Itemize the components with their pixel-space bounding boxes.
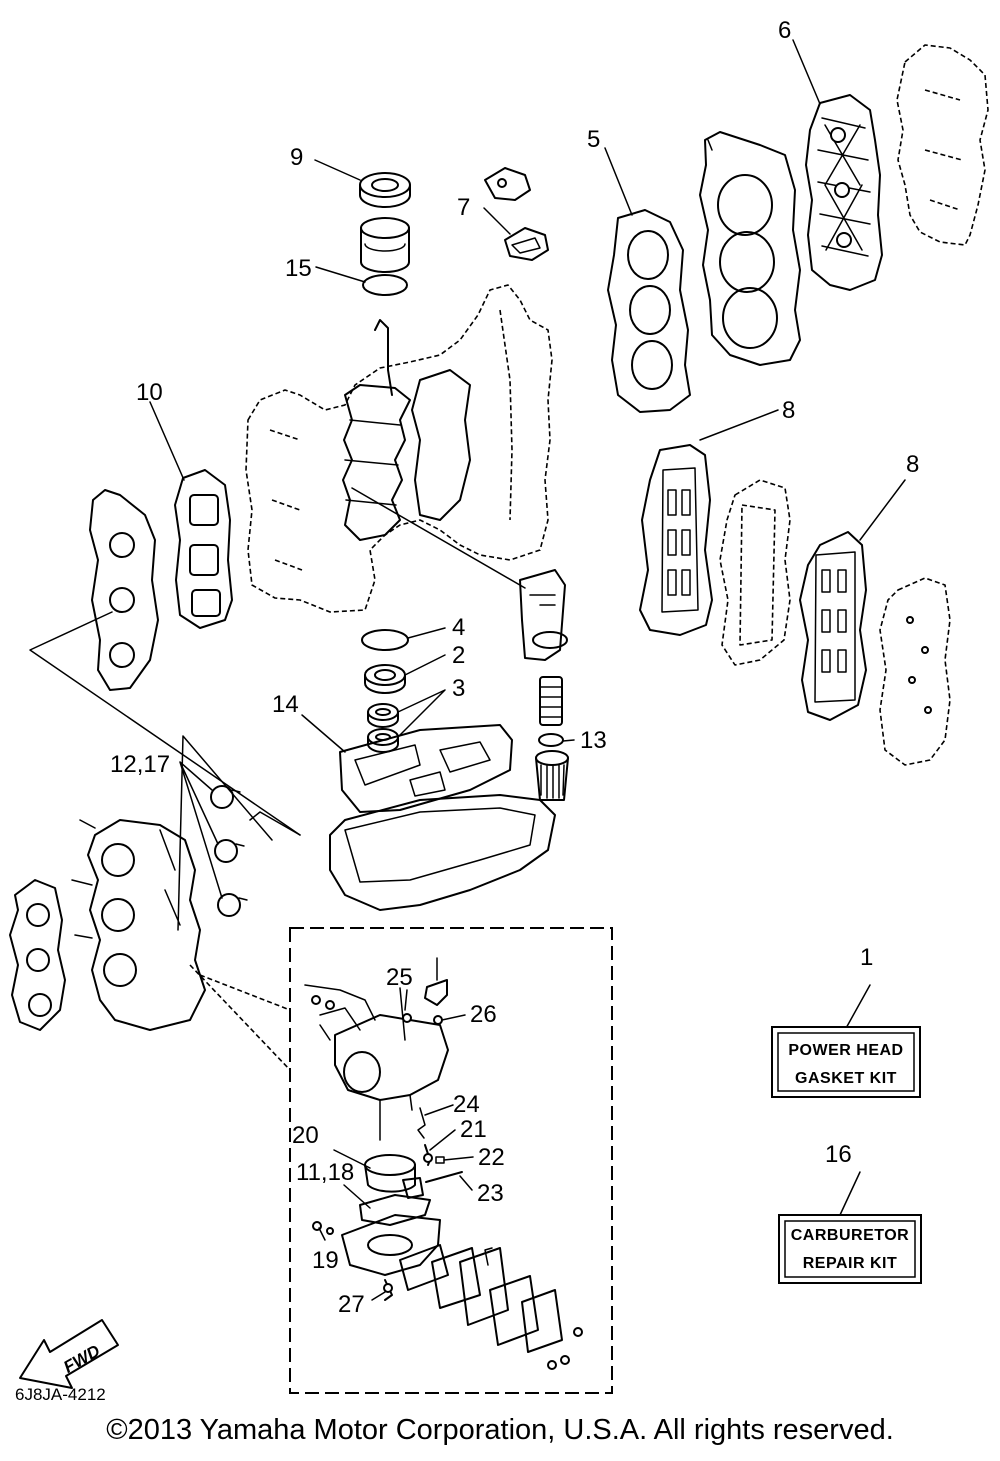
filter-cup bbox=[535, 750, 569, 801]
callout-12-17: 12,17 bbox=[110, 751, 170, 778]
carburetor-kit-line2: REPAIR KIT bbox=[803, 1255, 897, 1272]
carburetor-detail-box bbox=[289, 927, 613, 1394]
part-26-screw bbox=[433, 1015, 443, 1025]
bearing bbox=[360, 217, 410, 273]
exhaust-cover-dashed bbox=[879, 577, 951, 766]
carburetor-kit-line1: CARBURETOR bbox=[791, 1227, 909, 1244]
callout-19: 19 bbox=[312, 1247, 339, 1274]
callout-26: 26 bbox=[470, 1001, 497, 1028]
reed-valve-plate bbox=[89, 489, 159, 691]
part-12-17-gasket-2 bbox=[214, 839, 245, 863]
callout-22: 22 bbox=[478, 1144, 505, 1171]
part-9-oil-seal bbox=[359, 172, 411, 208]
cylinder-block bbox=[245, 284, 553, 613]
callout-8b: 8 bbox=[906, 451, 919, 478]
callout-numbers: 6 5 9 7 15 10 8 8 4 2 3 14 13 12,17 1 25… bbox=[110, 17, 919, 1318]
part-13-o-ring bbox=[538, 733, 564, 747]
part-2-oil-seal bbox=[364, 664, 406, 694]
filter-element bbox=[539, 676, 563, 726]
part-21-needle-valve bbox=[423, 1144, 433, 1166]
fuel-pump-stack bbox=[399, 1244, 583, 1370]
part-14-base-gasket bbox=[339, 724, 513, 813]
carburetor-body bbox=[304, 984, 449, 1141]
callout-13: 13 bbox=[580, 727, 607, 754]
callout-11-18: 11,18 bbox=[296, 1159, 354, 1186]
part-19-screw bbox=[312, 1221, 334, 1235]
diagram-code: 6J8JA-4212 bbox=[15, 1385, 106, 1404]
callout-3: 3 bbox=[452, 675, 465, 702]
part-7-thermostat-cover bbox=[484, 167, 549, 261]
callout-23: 23 bbox=[477, 1180, 504, 1207]
carb-top-cap bbox=[424, 957, 448, 1006]
float-chamber bbox=[341, 1214, 441, 1276]
callout-20: 20 bbox=[292, 1122, 319, 1149]
exhaust-plate-dashed bbox=[719, 479, 791, 666]
callout-16: 16 bbox=[825, 1141, 852, 1168]
part-27-drain-screw bbox=[383, 1279, 393, 1301]
part-15-o-ring bbox=[362, 274, 408, 296]
forward-direction-arrow: FWD bbox=[19, 1319, 119, 1389]
part-25-jet bbox=[399, 987, 412, 1041]
power-head-kit-line2: GASKET KIT bbox=[795, 1070, 897, 1087]
carburetor-bank bbox=[71, 819, 206, 1031]
part-11-18-float-gasket bbox=[359, 1194, 431, 1226]
part-8-gasket-a bbox=[639, 444, 713, 636]
callout-2: 2 bbox=[452, 642, 465, 669]
part-10-intake-gasket bbox=[174, 469, 233, 629]
carburetor-repair-kit-label: CARBURETOR REPAIR KIT bbox=[778, 1214, 922, 1284]
callout-7: 7 bbox=[457, 194, 470, 221]
group-bracket-lines bbox=[29, 611, 301, 1071]
crankshaft bbox=[342, 319, 471, 541]
part-3-oil-seal-upper bbox=[367, 703, 399, 728]
cylinder-head bbox=[699, 131, 801, 366]
callout-10: 10 bbox=[136, 379, 163, 406]
callout-5: 5 bbox=[587, 126, 600, 153]
callout-8a: 8 bbox=[782, 397, 795, 424]
callout-1: 1 bbox=[860, 944, 873, 971]
power-head-gasket-kit-label: POWER HEAD GASKET KIT bbox=[771, 1026, 921, 1098]
part-22-clip bbox=[435, 1156, 445, 1164]
part-4-o-ring bbox=[361, 629, 409, 651]
fuel-filter-bracket bbox=[519, 569, 568, 661]
intake-silencer-gasket bbox=[9, 879, 66, 1031]
leader-line-bracket bbox=[351, 487, 526, 589]
callout-15: 15 bbox=[285, 255, 312, 282]
part-8-gasket-b bbox=[799, 531, 867, 721]
callout-27: 27 bbox=[338, 1291, 365, 1318]
callout-21: 21 bbox=[460, 1116, 487, 1143]
part-6-exhaust-cover-gasket bbox=[805, 94, 883, 291]
part-5-head-gasket bbox=[607, 209, 691, 413]
callout-24: 24 bbox=[453, 1091, 480, 1118]
callout-4: 4 bbox=[452, 614, 465, 641]
exhaust-cover-outer bbox=[896, 44, 989, 246]
power-head-kit-line1: POWER HEAD bbox=[788, 1042, 903, 1059]
callout-14: 14 bbox=[272, 691, 299, 718]
callout-25: 25 bbox=[386, 964, 413, 991]
copyright-notice: ©2013 Yamaha Motor Corporation, U.S.A. A… bbox=[106, 1414, 894, 1446]
callout-9: 9 bbox=[290, 144, 303, 171]
part-23-pin bbox=[425, 1171, 463, 1183]
part-24-spring bbox=[417, 1107, 426, 1139]
callout-leaders bbox=[149, 39, 906, 1301]
part-20-float bbox=[364, 1154, 424, 1199]
callout-6: 6 bbox=[778, 17, 791, 44]
bottom-cowling-base bbox=[329, 794, 556, 911]
part-12-17-gasket-3 bbox=[217, 893, 248, 917]
